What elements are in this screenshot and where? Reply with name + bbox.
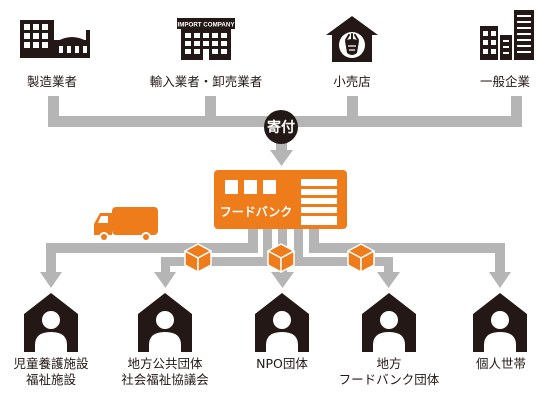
factory-icon [20,20,90,58]
recipient-line1: 児童養護施設 [13,356,89,371]
donation-label: 寄付 [267,119,295,136]
recipient-line2: フードバンク団体 [338,372,440,387]
office-buildings-icon [480,10,534,60]
donor-label-importer-wholesaler: 輸入業者・卸売業者 [149,74,263,89]
recipient-line1: NPO団体 [256,356,308,371]
foodbank-warehouse-icon: フードバンク [214,170,347,229]
donor-label-retail-store: 小売店 [333,74,371,89]
recipient-label-local-government: 地方公共団体 社会福祉協議会 [110,356,220,388]
donor-label-manufacturer: 製造業者 [26,74,77,89]
donor-label-general-company: 一般企業 [479,74,530,89]
recipient-label-npo: NPO団体 [242,356,322,372]
person-house-icon [255,293,309,352]
recipient-line2: 社会福祉協議会 [121,372,209,387]
person-house-icon [24,293,78,352]
package-box-icon [347,243,375,273]
recipient-line1: 個人世帯 [475,356,526,371]
retail-store-icon [326,16,378,62]
import-company-sign: IMPORT COMPANY [178,22,236,29]
import-company-building-icon: IMPORT COMPANY [177,18,235,60]
person-house-icon [473,293,527,352]
foodbank-label: フードバンク [220,205,293,219]
recipient-connectors [40,226,511,288]
recipient-label-childcare-welfare: 児童養護施設 福祉施設 [1,356,101,388]
recipient-label-individual-household: 個人世帯 [466,356,536,372]
recipient-line2: 福祉施設 [25,372,76,387]
person-house-icon [138,293,192,352]
package-box-icon [184,243,212,273]
delivery-truck-icon [94,207,158,242]
person-house-icon [362,293,416,352]
recipient-line1: 地方 [376,356,402,371]
recipient-label-regional-foodbank: 地方 フードバンク団体 [334,356,444,388]
recipient-line1: 地方公共団体 [127,356,203,371]
package-box-icon [267,243,295,273]
donation-badge: 寄付 [264,110,298,144]
